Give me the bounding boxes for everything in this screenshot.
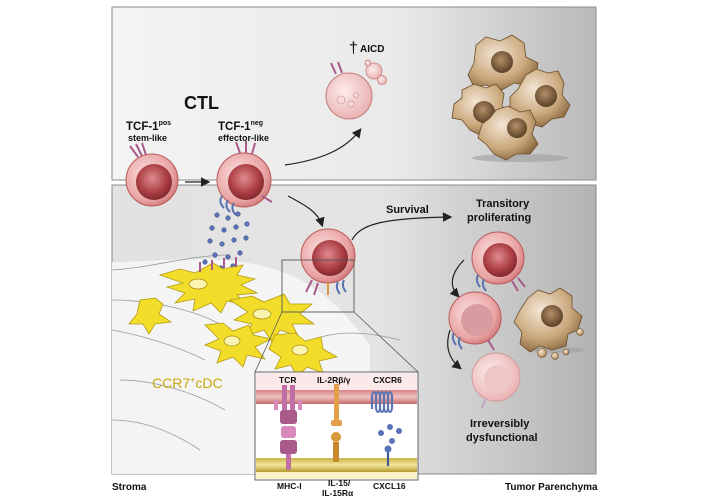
aicd-label: AICD: [360, 44, 384, 55]
survival-label: Survival: [386, 204, 429, 216]
cxcr6-cxcl16: [370, 391, 402, 466]
mhc-label: MHC-I: [277, 481, 302, 491]
tcf1-neg-label: TCF-1neg: [218, 120, 263, 133]
arrow-to-aicd: [284, 128, 362, 166]
stroma-label: Stroma: [112, 482, 147, 493]
tumor-cluster-top: [451, 34, 571, 162]
dc-nuclei: [188, 278, 309, 356]
tumor-parenchyma-label: Tumor Parenchyma: [505, 482, 598, 493]
transitory-label-line2: proliferating: [467, 212, 531, 224]
effector-like-t-cell: [216, 141, 273, 216]
synapse-inset: [254, 371, 419, 481]
dysfunctional-label-line2: dysfunctional: [466, 432, 538, 444]
intermediate-t-cell: [448, 291, 502, 351]
tcf1-pos-label: TCF-1pos: [126, 120, 171, 133]
transitory-label-line1: Transitory: [476, 198, 530, 210]
arrow-to-interaction: [287, 195, 325, 228]
tcr-mhc-complex: [274, 385, 302, 470]
tcr-label: TCR: [279, 375, 296, 385]
ctl-label: CTL: [184, 93, 219, 113]
il15-label-line1: IL-15/: [328, 478, 351, 488]
transitory-t-cell: [471, 231, 526, 292]
stem-like-label: stem-like: [128, 133, 167, 143]
aicd-cell: [325, 59, 387, 120]
ccr7-cdc-label: CCR7+cDC: [152, 375, 223, 391]
stem-like-t-cell: [125, 142, 179, 207]
survival-arrow: [351, 212, 453, 241]
interacting-t-cell: [300, 228, 356, 296]
cxcr6-label: CXCR6: [373, 375, 402, 385]
dying-tumor-cell: [513, 287, 586, 360]
zoom-box: [281, 259, 355, 313]
il2r-label: IL-2Rβ/γ: [317, 375, 351, 385]
aicd-dagger: †: [349, 40, 358, 57]
effector-like-label: effector-like: [218, 133, 269, 143]
ccr7-dendritic-cells: [128, 262, 339, 378]
cxcl16-label: CXCL16: [373, 481, 406, 491]
dysfunctional-label-line1: Irreversibly: [470, 418, 530, 430]
il2r-il15-complex: [331, 384, 342, 462]
dysfunctional-t-cell: [471, 352, 521, 409]
il15-label-line2: IL-15Rα: [322, 488, 354, 498]
mhc-on-dc: [199, 257, 237, 272]
